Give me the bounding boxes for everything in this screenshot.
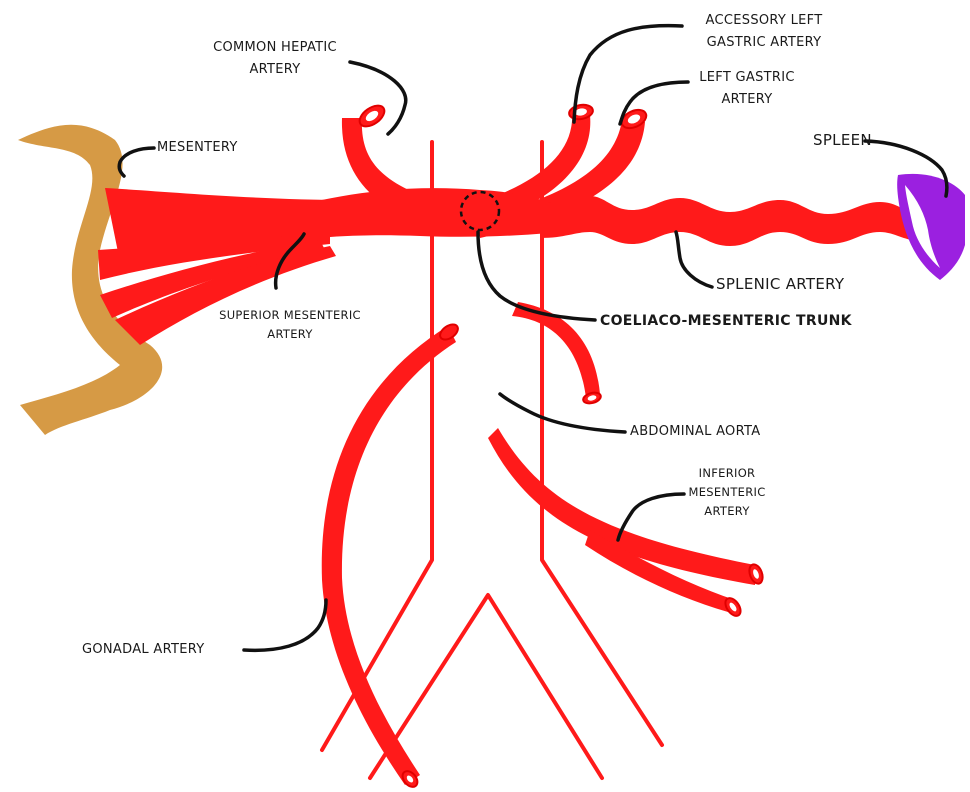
label-inferior-mesenteric-line1: INFERIOR xyxy=(672,464,782,483)
splenic-artery xyxy=(540,196,934,246)
mesentery-band xyxy=(18,125,162,435)
leader-abdominal-aorta xyxy=(500,394,625,432)
label-abdominal-aorta: ABDOMINAL AORTA xyxy=(630,421,760,443)
leader-mesentery xyxy=(119,148,154,176)
label-spleen: SPLEEN xyxy=(813,129,872,151)
label-superior-mesenteric-artery: SUPERIOR MESENTERIC ARTERY xyxy=(215,306,365,344)
label-splenic-artery: SPLENIC ARTERY xyxy=(716,273,844,295)
gonadal-artery xyxy=(322,321,461,789)
label-accessory-left-gastric-artery: ACCESSORY LEFT GASTRIC ARTERY xyxy=(684,10,844,54)
label-left-gastric-artery: LEFT GASTRIC ARTERY xyxy=(682,67,812,111)
label-accessory-left-gastric-line1: ACCESSORY LEFT xyxy=(684,10,844,32)
label-inferior-mesenteric-line2: MESENTERIC xyxy=(672,483,782,502)
label-common-hepatic-artery: COMMON HEPATIC ARTERY xyxy=(200,37,350,81)
leader-gonadal xyxy=(244,600,326,650)
label-superior-mesenteric-line2: ARTERY xyxy=(215,325,365,344)
label-left-gastric-line1: LEFT GASTRIC xyxy=(682,67,812,89)
label-superior-mesenteric-line1: SUPERIOR MESENTERIC xyxy=(215,306,365,325)
label-gonadal-artery: GONADAL ARTERY xyxy=(82,639,204,661)
leader-splenic-artery xyxy=(676,232,712,287)
label-common-hepatic-line2: ARTERY xyxy=(200,59,350,81)
label-common-hepatic-line1: COMMON HEPATIC xyxy=(200,37,350,59)
label-mesentery: MESENTERY xyxy=(157,137,238,159)
label-left-gastric-line2: ARTERY xyxy=(682,89,812,111)
label-accessory-left-gastric-line2: GASTRIC ARTERY xyxy=(684,32,844,54)
label-inferior-mesenteric-artery: INFERIOR MESENTERIC ARTERY xyxy=(672,464,782,521)
label-inferior-mesenteric-line3: ARTERY xyxy=(672,502,782,521)
label-coeliaco-mesenteric-trunk: COELIACO-MESENTERIC TRUNK xyxy=(600,310,852,332)
